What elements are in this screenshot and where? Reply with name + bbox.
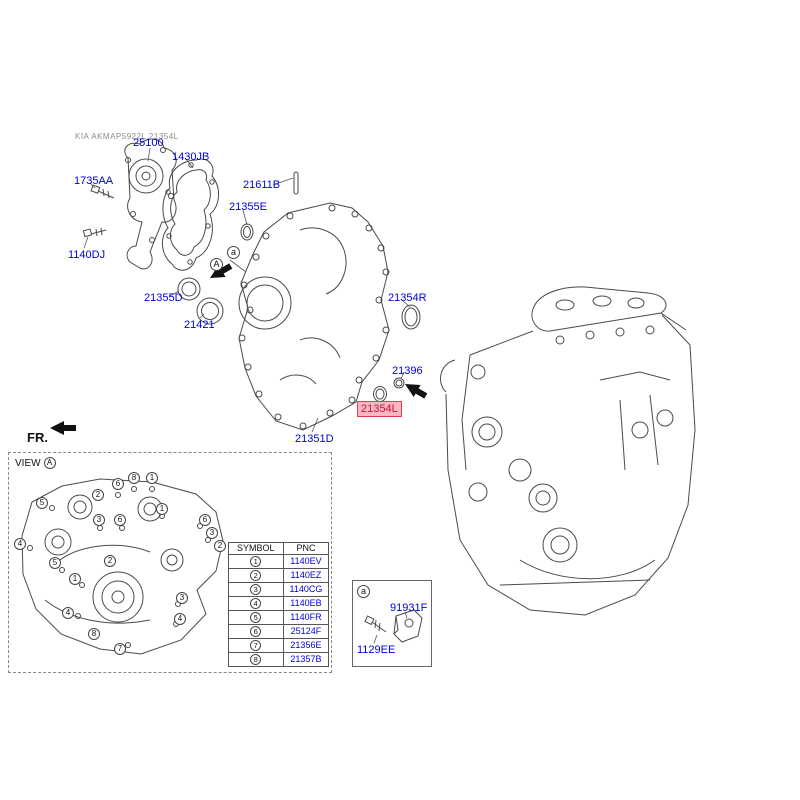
leader-lines <box>83 147 411 644</box>
view-callout-4: 4 <box>14 538 26 550</box>
seal-21354L-drawing <box>373 386 387 402</box>
view-a-drawing <box>21 478 224 655</box>
view-callout-2: 2 <box>104 555 116 567</box>
part-label-21355D[interactable]: 21355D <box>144 292 183 304</box>
oring-21355E-drawing <box>240 223 254 241</box>
bolt-1129EE-drawing <box>364 615 387 633</box>
fr-arrow <box>50 421 76 435</box>
symbol-table-row: 4 1140EB <box>228 596 330 611</box>
part-21354L-arrow <box>405 384 428 399</box>
view-callout-2: 2 <box>92 489 104 501</box>
pnc-link-21357B[interactable]: 21357B <box>282 652 330 667</box>
view-a-arrow <box>210 263 233 278</box>
symbol-table-row: 8 21357B <box>228 652 330 667</box>
view-a-title: VIEW A <box>15 457 56 469</box>
part-label-91931F[interactable]: 91931F <box>390 602 428 614</box>
symbol-table-header-row: SYMBOL PNC <box>228 542 330 555</box>
pnc-link-21356E[interactable]: 21356E <box>282 638 330 653</box>
pump-gasket-drawing <box>162 158 219 271</box>
view-callout-2: 2 <box>214 540 226 552</box>
detail-a-box: a <box>352 580 432 667</box>
symbol-badge-5: 5 <box>250 612 262 623</box>
view-callout-3: 3 <box>93 514 105 526</box>
part-label-21351D[interactable]: 21351D <box>295 433 334 445</box>
pnc-link-25124F[interactable]: 25124F <box>282 624 330 639</box>
part-label-21354R[interactable]: 21354R <box>388 292 427 304</box>
fr-label: FR. <box>27 430 48 445</box>
symbol-badge-1: 1 <box>250 556 262 567</box>
dowel-pin-21611B-drawing <box>293 171 299 195</box>
direction-arrows <box>50 263 428 435</box>
oring-21396-drawing <box>393 377 405 389</box>
bolt-1140DJ-drawing <box>82 227 107 238</box>
view-callout-3: 3 <box>206 527 218 539</box>
watermark-text: KIA AKMAP5922L 21354L <box>75 132 179 141</box>
view-callout-3: 3 <box>176 592 188 604</box>
view-callout-6: 6 <box>114 514 126 526</box>
view-callout-1: 1 <box>146 472 158 484</box>
callout-marker-a: a <box>227 246 240 259</box>
pnc-link-1140CG[interactable]: 1140CG <box>282 582 330 597</box>
pnc-link-1140EZ[interactable]: 1140EZ <box>282 568 330 583</box>
view-title-text: VIEW <box>15 457 41 469</box>
view-callout-4: 4 <box>62 607 74 619</box>
detail-box-callout-letter: a <box>357 585 370 598</box>
symbol-badge-4: 4 <box>250 598 262 609</box>
symbol-table-row: 2 1140EZ <box>228 568 330 583</box>
pnc-link-1140EV[interactable]: 1140EV <box>282 554 330 569</box>
symbol-table-row: 7 21356E <box>228 638 330 653</box>
symbol-badge-2: 2 <box>250 570 262 581</box>
part-label-1430JB[interactable]: 1430JB <box>172 151 210 163</box>
view-callout-1: 1 <box>69 573 81 585</box>
symbol-table-body: 1 1140EV 2 1140EZ 3 1140CG 4 1140EB 5 1140FR 6 2512… <box>228 554 330 667</box>
symbol-badge-8: 8 <box>250 654 262 665</box>
symbol-table-row: 5 1140FR <box>228 610 330 625</box>
view-callout-4: 4 <box>174 613 186 625</box>
part-label-21354L-highlighted[interactable]: 21354L <box>357 401 402 418</box>
pnc-column-header: PNC <box>282 542 330 555</box>
part-label-21421[interactable]: 21421 <box>184 319 215 331</box>
symbol-column-header: SYMBOL <box>228 542 284 555</box>
part-label-1129EE[interactable]: 1129EE <box>357 644 396 656</box>
view-callout-1: 1 <box>156 503 168 515</box>
symbol-badge-7: 7 <box>250 640 262 651</box>
gasket-21354R-drawing <box>401 304 421 330</box>
bolt-1735AA-drawing <box>90 184 115 199</box>
view-callout-5: 5 <box>36 497 48 509</box>
view-a-box: VIEW A <box>8 452 332 673</box>
pnc-link-1140FR[interactable]: 1140FR <box>282 610 330 625</box>
part-label-1735AA[interactable]: 1735AA <box>74 175 114 187</box>
part-label-21611B[interactable]: 21611B <box>243 179 281 191</box>
callout-marker-A: A <box>210 258 223 271</box>
water-pump-drawing <box>124 138 177 270</box>
part-label-25100[interactable]: 25100 <box>133 137 164 149</box>
symbol-badge-3: 3 <box>250 584 262 595</box>
symbol-table-row: 1 1140EV <box>228 554 330 569</box>
seal-21355D-drawing <box>177 277 201 301</box>
part-label-21355E[interactable]: 21355E <box>229 201 267 213</box>
view-callout-letter: A <box>43 457 56 469</box>
view-callout-6: 6 <box>112 478 124 490</box>
view-callout-7: 7 <box>114 643 126 655</box>
view-callout-6: 6 <box>199 514 211 526</box>
engine-drawing <box>440 286 696 616</box>
seal-21421-drawing <box>196 297 224 325</box>
symbol-table-row: 6 25124F <box>228 624 330 639</box>
view-callout-8: 8 <box>128 472 140 484</box>
view-callout-5: 5 <box>49 557 61 569</box>
part-label-1140DJ[interactable]: 1140DJ <box>68 249 106 261</box>
view-callout-8: 8 <box>88 628 100 640</box>
timing-cover-drawing <box>238 202 390 431</box>
symbol-badge-6: 6 <box>250 626 262 637</box>
bracket-91931F-drawing <box>393 609 423 643</box>
part-label-21396[interactable]: 21396 <box>392 365 423 377</box>
symbol-table-row: 3 1140CG <box>228 582 330 597</box>
pnc-link-1140EB[interactable]: 1140EB <box>282 596 330 611</box>
